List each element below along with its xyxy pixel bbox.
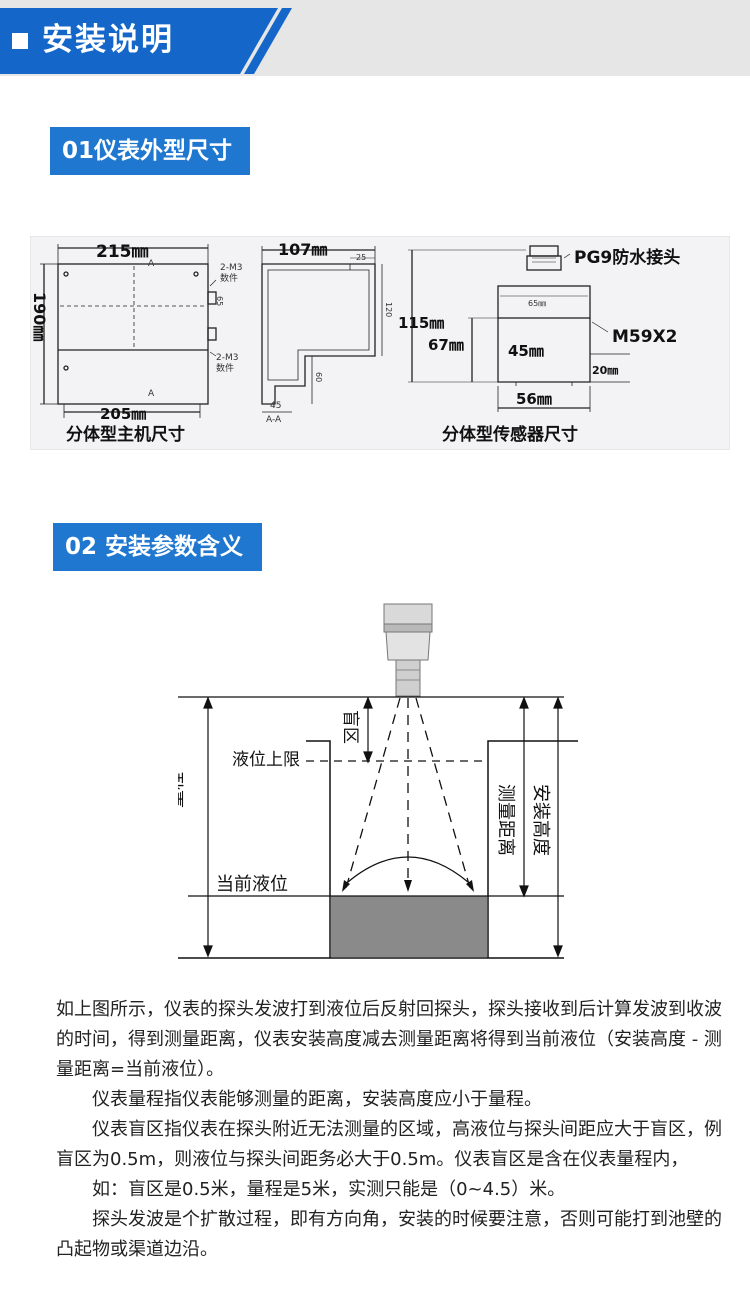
sensor-thread-height: 20㎜	[592, 364, 618, 377]
header-banner: 安装说明	[0, 0, 750, 76]
host-width-top: 215㎜	[96, 242, 149, 262]
liquid-body	[331, 896, 487, 957]
reflection-arc	[347, 856, 469, 883]
sensor-bottom-width: 56㎜	[516, 390, 552, 408]
sensor-height-body: 67㎜	[428, 336, 464, 354]
sensor-caption: 分体型传感器尺寸	[442, 424, 578, 445]
install-height-arrow	[553, 696, 563, 958]
desc-paragraph-2: 仪表量程指仪表能够测量的距离，安装高度应小于量程。	[92, 1089, 542, 1110]
host-depth: 107㎜	[278, 240, 327, 259]
tank-walls	[178, 740, 578, 959]
sensor-height-total: 115㎜	[398, 314, 444, 332]
sound-beam	[345, 697, 471, 889]
host-side-view	[261, 246, 383, 413]
host-caption: 分体型主机尺寸	[66, 424, 185, 445]
host-width-bottom: 205㎜	[100, 405, 146, 423]
section-marker-top: A	[148, 259, 155, 269]
sensor-top-width: 65㎜	[528, 299, 546, 308]
host-side-small-h: 60	[314, 372, 323, 382]
desc-paragraph-5: 探头发波是个扩散过程，即有方向角，安装的时候要注意，否则可能打到池壁的凸起物或渠…	[56, 1209, 722, 1260]
install-diagram: 盲区 液位上限 量程 当前液位 测量距离 安装高度	[166, 598, 584, 968]
host-front-view	[40, 244, 217, 418]
host-inner-height: 65	[215, 296, 224, 306]
hole-sub-2: 数件	[216, 362, 234, 374]
host-side-height: 120	[384, 302, 393, 317]
host-bottom-width: 45	[270, 401, 281, 411]
host-height: 190㎜	[30, 292, 49, 341]
measure-distance-label: 测量距离	[495, 784, 516, 856]
upper-limit-label: 液位上限	[232, 750, 300, 770]
sensor-drawing	[408, 245, 630, 412]
install-height-label: 安装高度	[530, 784, 551, 856]
hole-label-2: 2-M3	[216, 353, 238, 363]
sensor-inner-height: 45㎜	[508, 342, 544, 360]
section-title-install-params: 02 安装参数含义	[53, 523, 262, 571]
dimension-drawing: 215㎜ 205㎜ 190㎜ A A 2-M3 数件 2-M3 数件 65 10…	[29, 235, 731, 451]
section-marker-bottom: A	[148, 389, 155, 399]
probe-icon	[383, 603, 433, 697]
header-bullet	[12, 33, 28, 49]
desc-paragraph-1: 如上图所示，仪表的探头发波打到液位后反射回探头，探头接收到后计算发波到收波的时间…	[56, 999, 722, 1080]
section-view-label: A-A	[266, 415, 282, 425]
description-text: 如上图所示，仪表的探头发波打到液位后反射回探头，探头接收到后计算发波到收波的时间…	[56, 995, 736, 1265]
hole-label-1: 2-M3	[220, 263, 242, 273]
page-title: 安装说明	[42, 22, 174, 58]
hole-sub-1: 数件	[220, 272, 238, 284]
range-label: 量程	[178, 772, 187, 808]
host-depth-small: 25	[356, 253, 366, 262]
section-title-dimensions: 01仪表外型尺寸	[50, 127, 250, 175]
current-level-label: 当前液位	[216, 874, 288, 895]
measure-distance-arrow	[519, 696, 529, 898]
blind-zone-arrow	[363, 696, 373, 764]
sensor-connector: PG9防水接头	[574, 247, 680, 268]
range-arrow	[203, 696, 213, 958]
sensor-thread: M59X2	[612, 327, 678, 347]
desc-paragraph-3: 仪表盲区指仪表在探头附近无法测量的区域，高液位与探头间距应大于盲区，例盲区为0.…	[56, 1119, 722, 1170]
header-band-shape	[0, 8, 278, 74]
header-stripe	[244, 8, 292, 74]
blind-zone-label: 盲区	[340, 710, 360, 744]
desc-paragraph-4: 如：盲区是0.5米，量程是5米，实测只能是（0~4.5）米。	[92, 1179, 566, 1200]
